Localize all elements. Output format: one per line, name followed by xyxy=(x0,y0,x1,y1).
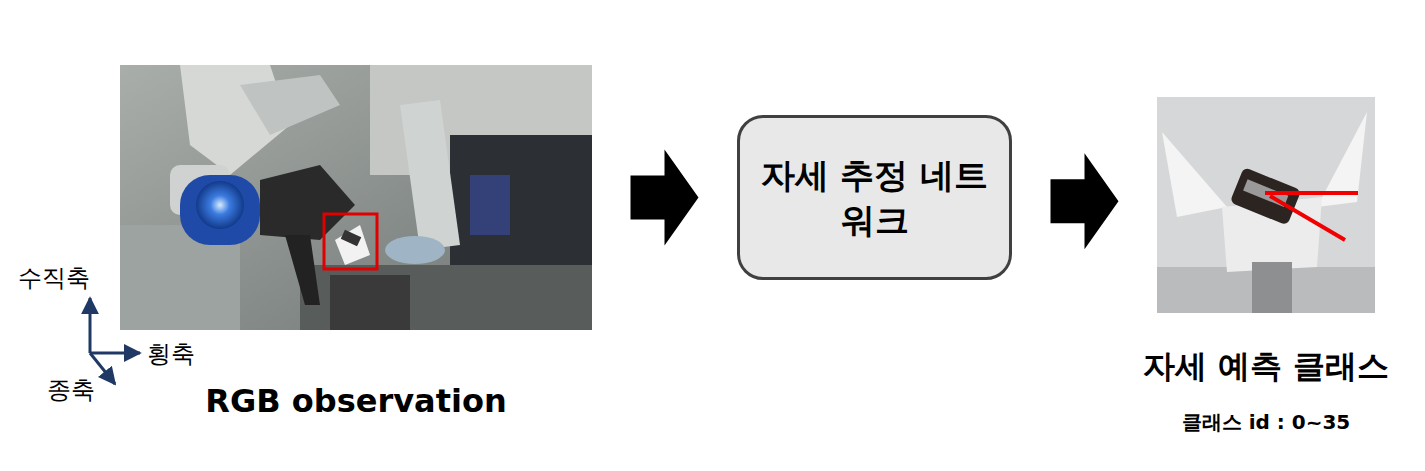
block-arrow xyxy=(1051,153,1119,249)
axis-label: 횡축 xyxy=(147,338,195,370)
caption-note: 클래스 id : 0~35 xyxy=(1182,409,1351,436)
image-caption: RGB observation xyxy=(205,382,506,420)
block-arrow xyxy=(631,150,699,246)
image-panel: RGB observation xyxy=(120,65,592,330)
image-panel: 자세 예측 클래스클래스 id : 0~35 xyxy=(1157,97,1375,313)
camera-photo xyxy=(120,65,592,330)
box-title: 자세 추정 네트워크 xyxy=(760,153,989,241)
axis-label: 수직축 xyxy=(18,262,90,294)
axis-label: 종축 xyxy=(47,374,95,406)
image-caption: 자세 예측 클래스 xyxy=(1143,345,1389,389)
pose-crop-photo xyxy=(1157,97,1375,313)
process-box: 자세 추정 네트워크 xyxy=(737,115,1012,280)
